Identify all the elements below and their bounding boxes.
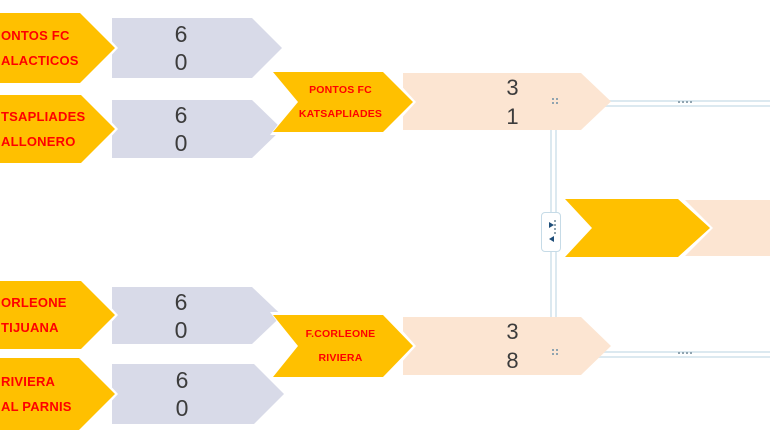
score-value-top: 3 — [506, 319, 519, 344]
team-name-bottom: RIVIERA — [318, 352, 363, 364]
resize-handle-bottom-left[interactable] — [552, 349, 558, 355]
score-value-top: 6 — [174, 102, 188, 128]
collapse-left-icon — [548, 236, 554, 243]
team-arrow-match3[interactable]: ORLEONE TIJUANA — [0, 281, 115, 349]
team-name-bottom: ALACTICOS — [1, 53, 79, 68]
team-name-top: ONTOS FC — [1, 28, 70, 43]
score-arrow-semifinal-bottom[interactable]: 3 8 — [403, 317, 611, 375]
score-arrow-match3[interactable]: 6 0 — [112, 287, 282, 344]
team-names: RIVIERA AL PARNIS — [0, 358, 115, 430]
team-name-bottom: TIJUANA — [1, 320, 59, 335]
team-arrow-match4[interactable]: RIVIERA AL PARNIS — [0, 358, 115, 430]
score-value-top: 6 — [174, 21, 188, 47]
score-arrow-match4[interactable]: 6 0 — [112, 364, 284, 424]
score-value-bottom: 0 — [174, 49, 188, 75]
team-names: TSAPLIADES ALLONERO — [0, 95, 115, 163]
resize-handle-top-left[interactable] — [552, 98, 558, 104]
score-value-bottom: 0 — [174, 130, 188, 156]
score-value-top: 6 — [175, 367, 189, 393]
team-names: F.CORLEONE RIVIERA — [273, 315, 413, 377]
resize-handle-left-middle[interactable] — [554, 220, 556, 234]
team-arrow-match2[interactable]: TSAPLIADES ALLONERO — [0, 95, 115, 163]
team-arrow-semifinal-top[interactable]: PONTOS FC KATSAPLIADES — [273, 72, 413, 132]
team-name-bottom: ALLONERO — [1, 134, 76, 149]
score-value-bottom: 0 — [175, 395, 189, 421]
score-value-bottom: 0 — [174, 316, 188, 343]
text-pane-toggle-button[interactable] — [541, 212, 561, 252]
score-value-bottom: 1 — [506, 103, 519, 129]
final-team-arrow-empty[interactable] — [565, 199, 710, 257]
team-name-top: TSAPLIADES — [1, 109, 86, 124]
team-name-top: PONTOS FC — [309, 84, 372, 96]
team-names: PONTOS FC KATSAPLIADES — [273, 72, 413, 132]
team-names — [565, 199, 710, 257]
team-name-top: F.CORLEONE — [305, 328, 376, 340]
score-arrow-match1[interactable]: 6 0 — [112, 18, 282, 78]
expand-right-icon — [548, 221, 554, 228]
resize-handle-bottom-middle[interactable] — [678, 352, 692, 354]
team-name-top: RIVIERA — [1, 374, 56, 389]
score-value-top: 6 — [174, 288, 188, 315]
team-arrow-match1[interactable]: ONTOS FC ALACTICOS — [0, 13, 115, 83]
team-name-bottom: KATSAPLIADES — [298, 108, 383, 120]
team-names: ORLEONE TIJUANA — [0, 281, 115, 349]
score-arrow-semifinal-top[interactable]: 3 1 — [403, 73, 611, 130]
team-names: ONTOS FC ALACTICOS — [0, 13, 115, 83]
team-name-top: ORLEONE — [1, 295, 67, 310]
score-value-top: 3 — [506, 74, 519, 100]
score-arrow-match2[interactable]: 6 0 — [112, 100, 282, 158]
resize-handle-top-middle[interactable] — [678, 101, 692, 103]
team-name-bottom: AL PARNIS — [1, 399, 72, 414]
team-arrow-semifinal-bottom[interactable]: F.CORLEONE RIVIERA — [273, 315, 413, 377]
score-value-bottom: 8 — [506, 348, 519, 373]
